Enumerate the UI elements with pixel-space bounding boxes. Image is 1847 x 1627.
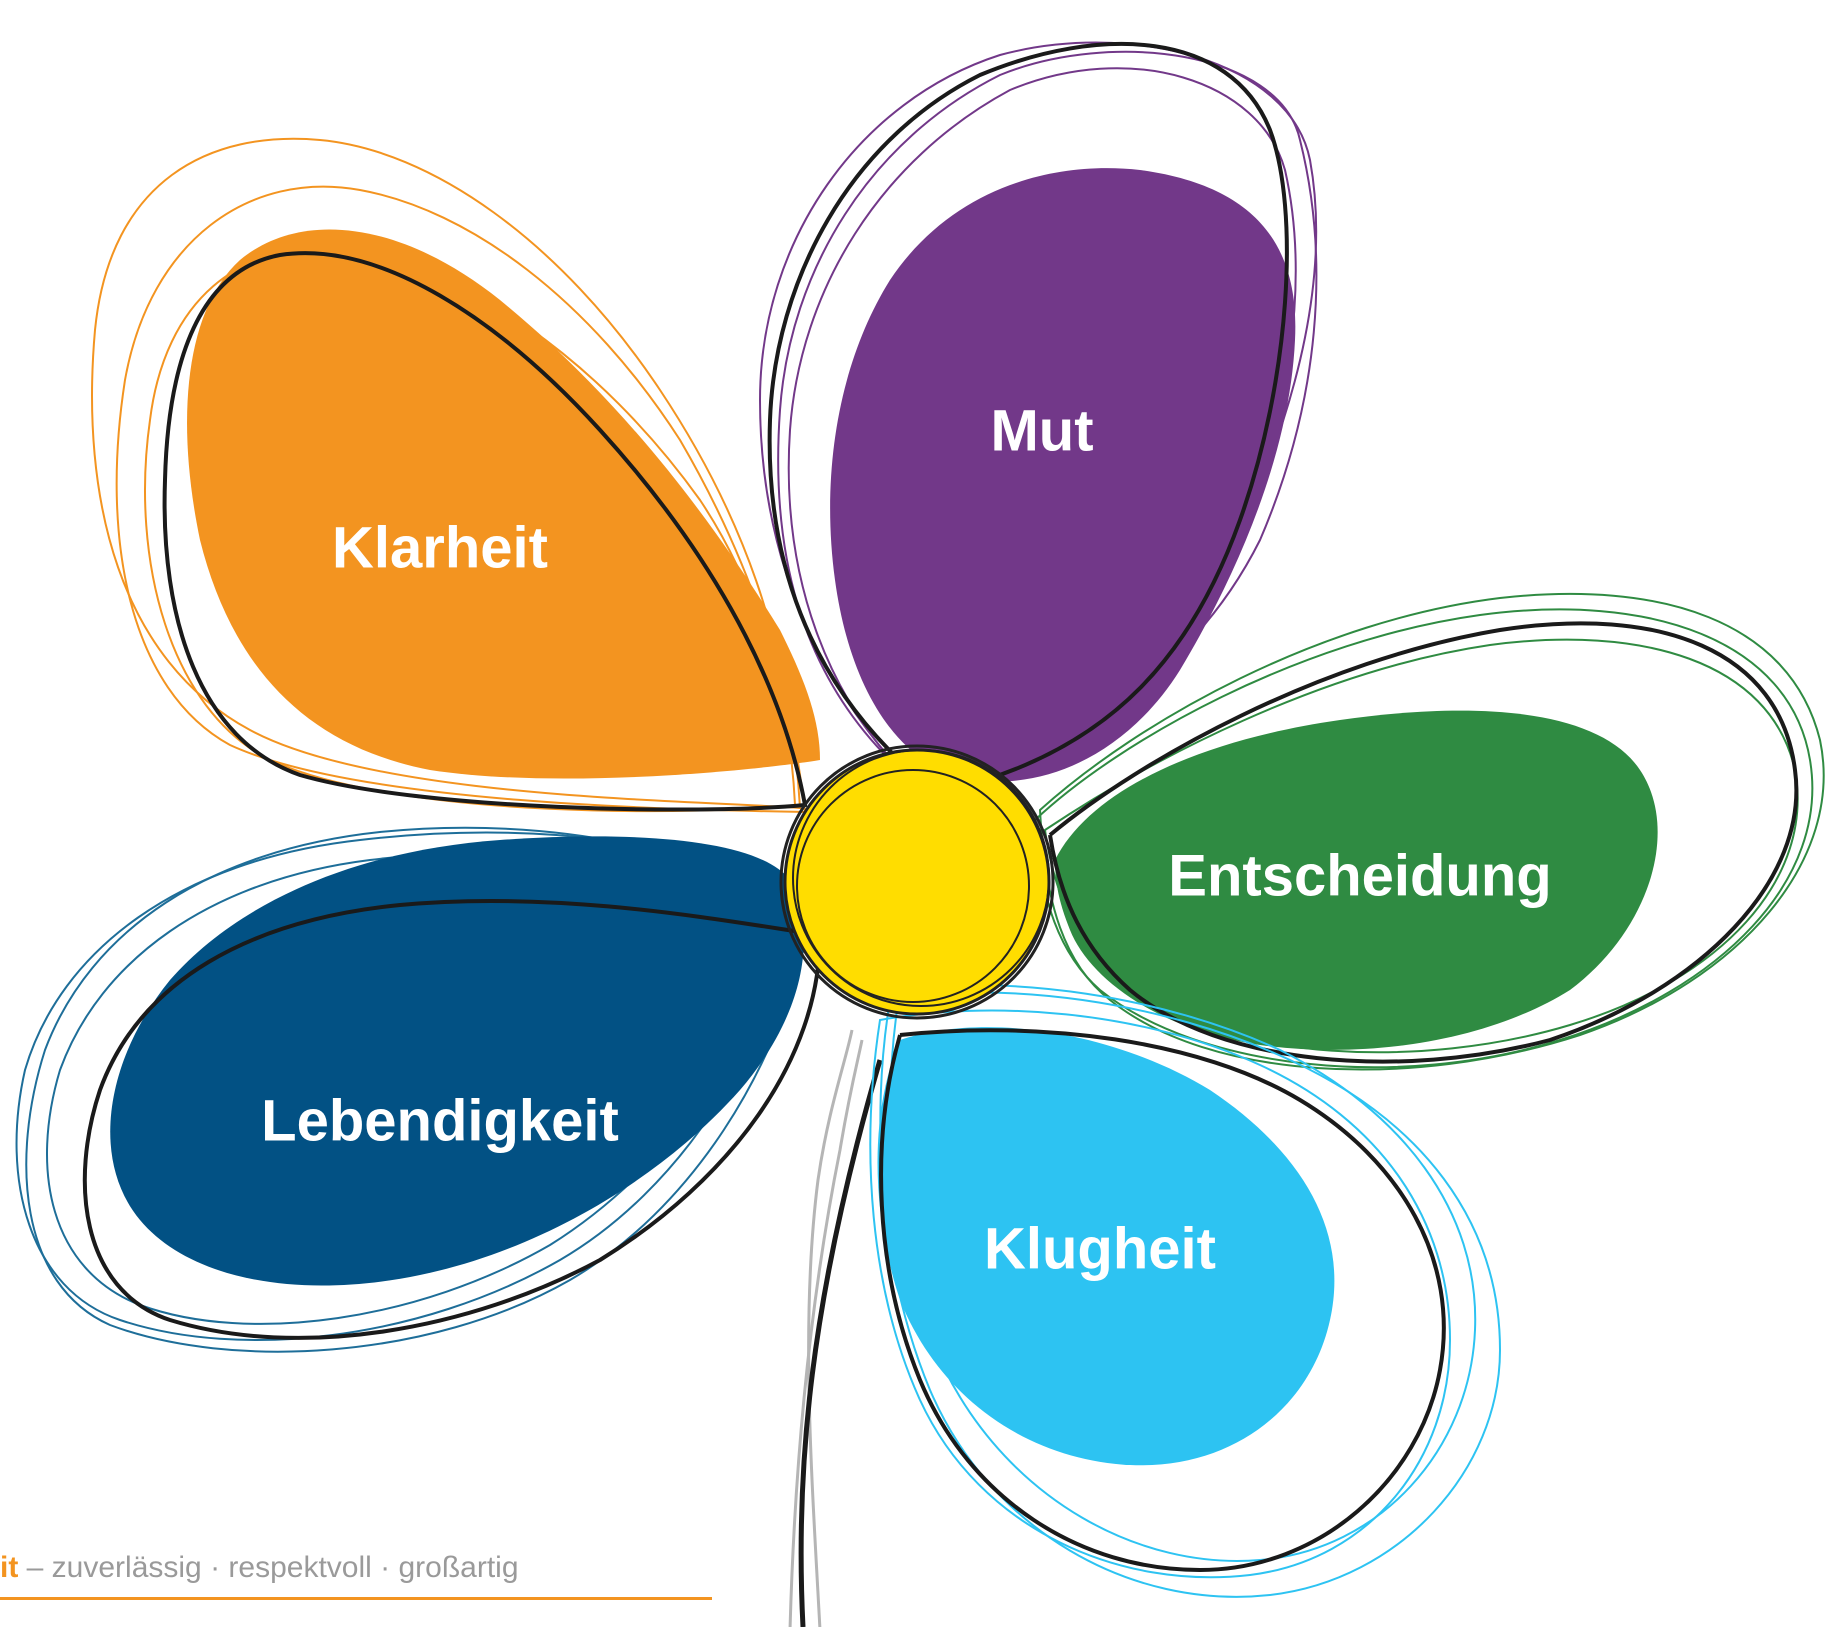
petal-entscheidung-label: Entscheidung — [1168, 843, 1551, 908]
stem — [788, 1029, 883, 1627]
petal-lebendigkeit-fill — [110, 836, 804, 1286]
petal-klarheit-fill — [187, 229, 820, 779]
flower-center-disc — [783, 748, 1051, 1016]
petal-mut-black-outline — [767, 41, 1289, 782]
footer-tagline-text: – zuverlässig · respektvoll · großartig — [18, 1551, 519, 1584]
petal-lebendigkeit-black-outline — [82, 898, 822, 1340]
petal-klarheit-black-outline — [162, 251, 808, 812]
petal-mut: Mut — [758, 41, 1318, 789]
footer-tagline: it – zuverlässig · respektvoll · großart… — [0, 1548, 712, 1588]
flower-center — [779, 744, 1055, 1020]
petal-lebendigkeit-label: Lebendigkeit — [261, 1088, 619, 1153]
petal-entscheidung: Entscheidung — [1033, 592, 1825, 1071]
petal-entscheidung-fill — [1055, 710, 1658, 1050]
petal-klugheit-label: Klugheit — [984, 1216, 1216, 1281]
footer-rule — [0, 1597, 712, 1600]
petal-klarheit-sketch-outline — [91, 137, 802, 810]
petal-klarheit: Klarheit — [91, 137, 820, 814]
petal-klarheit-label: Klarheit — [332, 515, 548, 580]
petal-klugheit-fill — [877, 1027, 1335, 1466]
petal-mut-label: Mut — [990, 398, 1093, 463]
petal-lebendigkeit: Lebendigkeit — [15, 826, 822, 1353]
footer-bold-word: it — [0, 1551, 19, 1584]
petal-entscheidung-black-outline — [1048, 621, 1799, 1064]
petal-klugheit: Klugheit — [869, 984, 1502, 1598]
petal-klugheit-black-outline — [879, 1028, 1446, 1573]
petal-mut-fill — [830, 168, 1296, 782]
